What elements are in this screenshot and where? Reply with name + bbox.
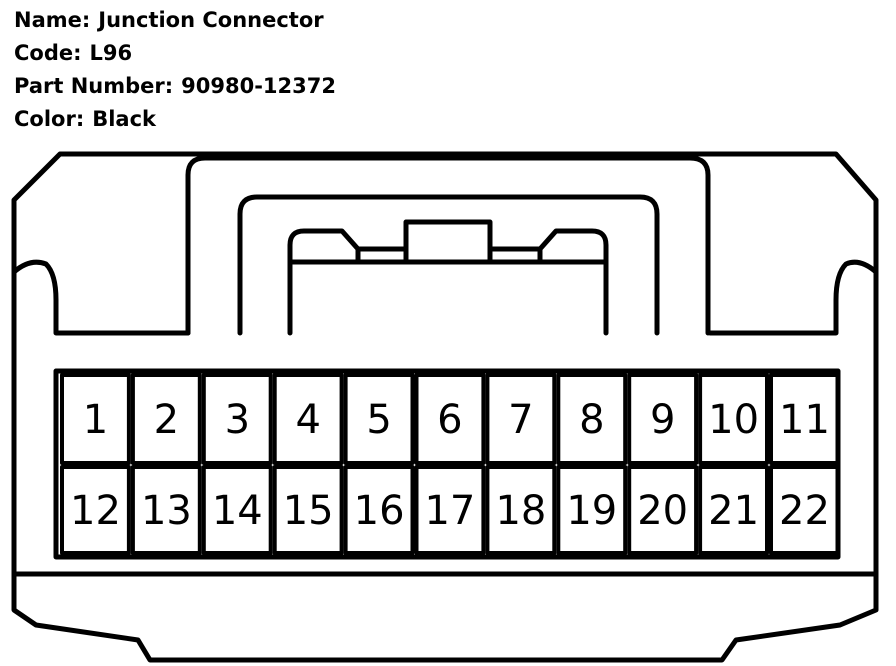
pin-label-15: 15: [283, 488, 334, 534]
latch-inner-frame: [237, 194, 660, 336]
pin-label-16: 16: [354, 488, 405, 534]
left-side-cavity: [11, 259, 191, 336]
name-value: Junction Connector: [98, 8, 324, 32]
pin-label-19: 19: [566, 488, 617, 534]
pin-cell-18: [485, 465, 557, 555]
pin-cell-2: [130, 373, 202, 465]
name-label: Name:: [14, 8, 91, 32]
pin-cell-1: [60, 373, 131, 465]
pin-label-22: 22: [779, 488, 830, 534]
pin-label-21: 21: [708, 488, 759, 534]
pin-label-8: 8: [579, 397, 604, 443]
pin-label-18: 18: [495, 488, 546, 534]
pin-cell-19: [556, 465, 628, 555]
pin-cell-6: [414, 373, 486, 465]
pin-cell-15: [272, 465, 344, 555]
pin-cell-7: [485, 373, 557, 465]
name-row: Name: Junction Connector: [14, 4, 336, 37]
pin-label-1: 1: [83, 397, 108, 443]
pin-label-7: 7: [508, 397, 533, 443]
part-number-row: Part Number: 90980-12372: [14, 70, 336, 103]
pin-cell-14: [201, 465, 273, 555]
pin-label-2: 2: [154, 397, 179, 443]
connector-info: Name: Junction Connector Code: L96 Part Nu…: [14, 4, 336, 136]
connector-housing-outline: [11, 151, 879, 663]
pin-cell-5: [343, 373, 415, 465]
pin-cell-10: [698, 373, 769, 465]
pin-label-3: 3: [225, 397, 250, 443]
pin-label-20: 20: [637, 488, 688, 534]
code-label: Code:: [14, 41, 82, 65]
pin-label-9: 9: [650, 397, 675, 443]
part-number-label: Part Number:: [14, 74, 174, 98]
pin-label-14: 14: [212, 488, 263, 534]
pin-cell-20: [627, 465, 699, 555]
part-number-value: 90980-12372: [181, 74, 336, 98]
latch-lock: [287, 219, 609, 336]
pin-cell-21: [698, 465, 769, 555]
pin-label-17: 17: [424, 488, 475, 534]
latch-outer-frame: [185, 155, 711, 336]
pin-cell-9: [627, 373, 699, 465]
pin-cell-3: [201, 373, 273, 465]
code-row: Code: L96: [14, 37, 336, 70]
pin-label-13: 13: [141, 488, 192, 534]
pin-cell-8: [556, 373, 628, 465]
pin-cell-17: [414, 465, 486, 555]
pin-cell-11: [769, 373, 840, 465]
pin-cell-13: [130, 465, 202, 555]
pin-cell-4: [272, 373, 344, 465]
pin-label-12: 12: [70, 488, 121, 534]
pin-cell-12: [60, 465, 131, 555]
pin-label-5: 5: [366, 397, 391, 443]
pin-label-6: 6: [437, 397, 462, 443]
color-value: Black: [92, 107, 157, 131]
pin-cell-16: [343, 465, 415, 555]
pin-cell-22: [769, 465, 840, 555]
pin-label-4: 4: [295, 397, 320, 443]
color-row: Color: Black: [14, 103, 336, 136]
pin-label-10: 10: [708, 397, 759, 443]
pin-label-11: 11: [779, 397, 830, 443]
color-label: Color:: [14, 107, 85, 131]
right-side-cavity: [707, 259, 879, 336]
code-value: L96: [89, 41, 133, 65]
